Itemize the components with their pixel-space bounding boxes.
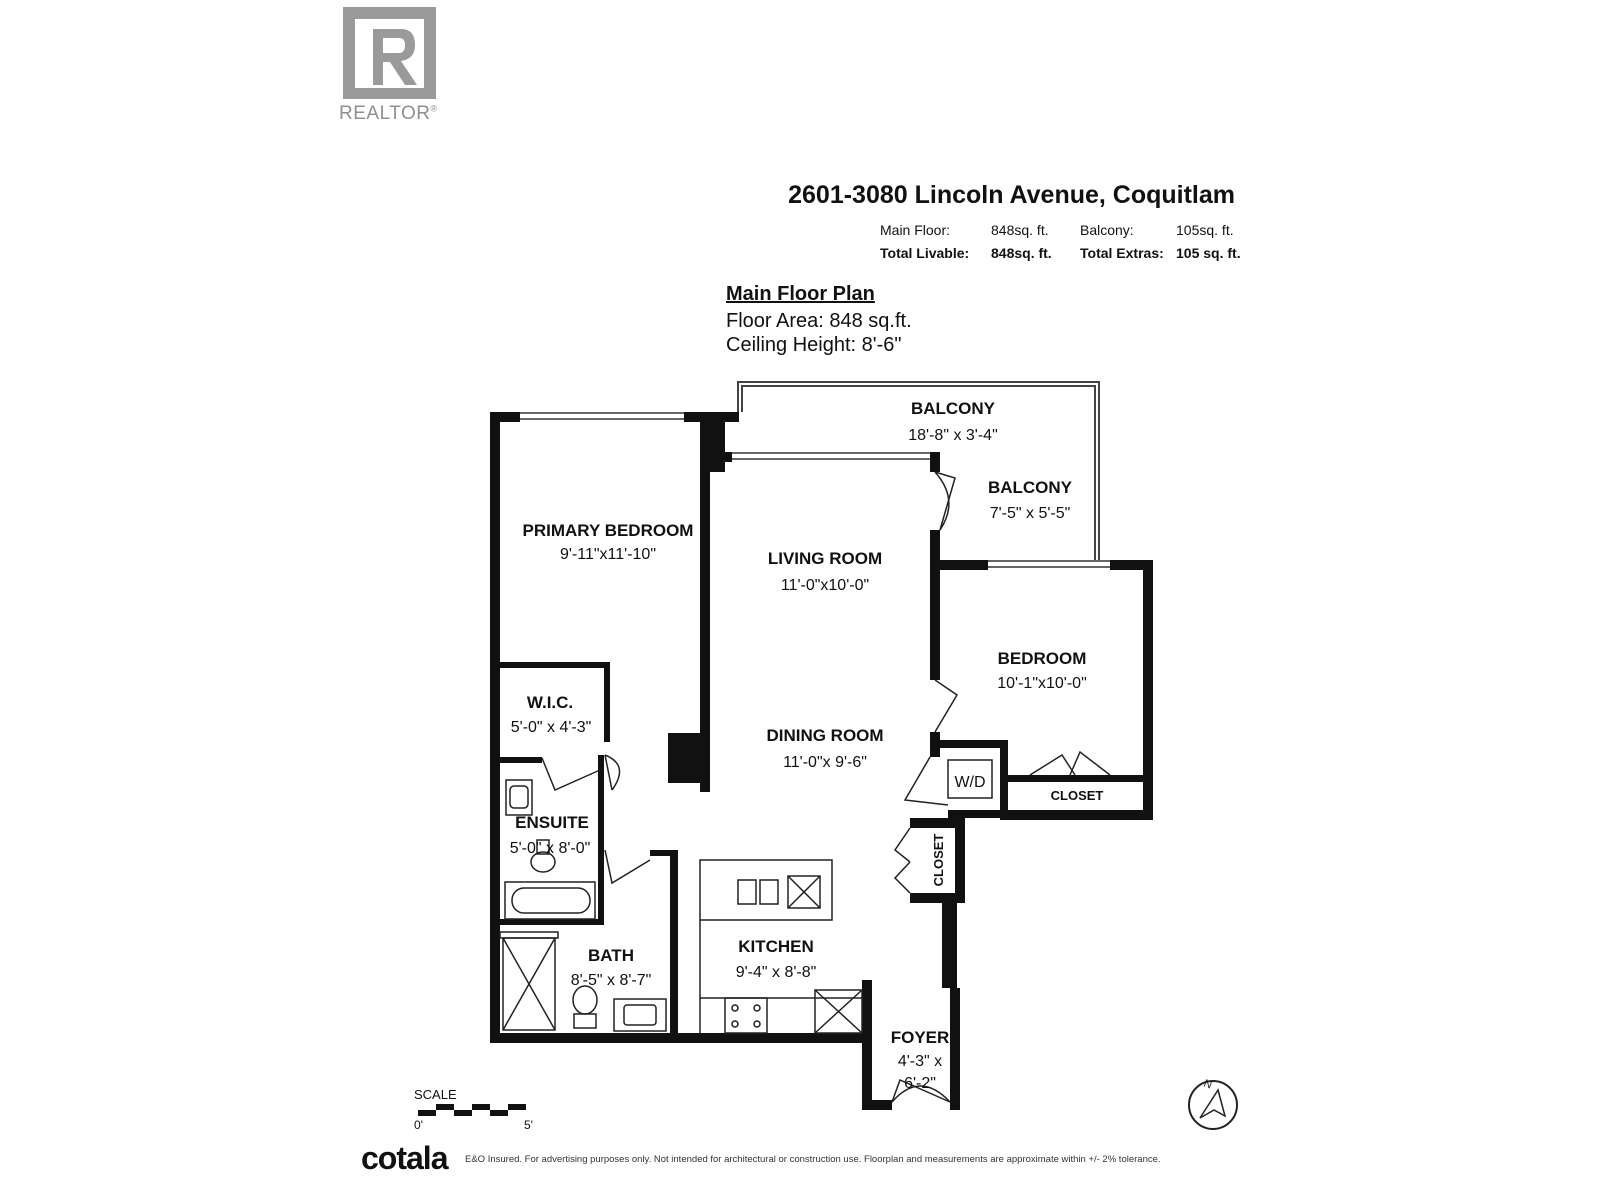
balcony-outline [737, 381, 1100, 560]
realtor-logo [343, 7, 436, 99]
balcony-2-name: BALCONY [988, 478, 1073, 497]
north-arrow-icon [1188, 1080, 1238, 1130]
primary-bedroom-dim: 9'-11"x11'-10" [560, 546, 656, 563]
ensuite-name: ENSUITE [515, 813, 589, 832]
walls [490, 412, 1153, 1110]
windows [520, 412, 1110, 568]
bath-dim: 8'-5" x 8'-7" [571, 972, 652, 989]
main-floor-value: 848sq. ft. [991, 222, 1049, 238]
brand-logo: cotala [361, 1140, 448, 1176]
kitchen-name: KITCHEN [738, 937, 814, 956]
dining-room-name: DINING ROOM [766, 726, 883, 745]
fixtures [499, 759, 993, 1034]
wic-dim: 5'-0" x 4'-3" [511, 719, 592, 736]
scale-start: 0' [414, 1118, 423, 1132]
closet-bedroom-label: CLOSET [1051, 788, 1104, 803]
balcony-value: 105sq. ft. [1176, 222, 1234, 238]
realtor-r-icon [373, 29, 417, 85]
compass-letter: N [1202, 1078, 1214, 1092]
balcony-label: Balcony: [1080, 222, 1134, 238]
balcony-2-dim: 7'-5" x 5'-5" [990, 505, 1071, 522]
scale-end: 5' [524, 1118, 533, 1132]
foyer-dim-1: 4'-3" x [898, 1053, 942, 1070]
disclaimer: E&O Insured. For advertising purposes on… [465, 1154, 1161, 1165]
dining-room-dim: 11'-0"x 9'-6" [783, 754, 867, 771]
wic-name: W.I.C. [527, 693, 573, 712]
total-livable-label: Total Livable: [880, 245, 970, 261]
bedroom-dim: 10'-1"x10'-0" [997, 675, 1087, 692]
room-labels: BALCONY 18'-8" x 3'-4" BALCONY 7'-5" x 5… [510, 399, 1104, 1092]
closet-hall-label: CLOSET [931, 834, 946, 887]
balcony-1-dim: 18'-8" x 3'-4" [908, 427, 998, 444]
scale-bar [418, 1104, 526, 1116]
realtor-wordmark: REALTOR® [339, 103, 438, 124]
balcony-1-name: BALCONY [911, 399, 996, 418]
bath-name: BATH [588, 946, 634, 965]
total-extras-value: 105 sq. ft. [1176, 245, 1241, 261]
total-extras-label: Total Extras: [1080, 245, 1164, 261]
living-room-name: LIVING ROOM [768, 549, 882, 568]
foyer-dim-2: 6'-2" [904, 1075, 936, 1092]
ensuite-dim: 5'-0" x 8'-0" [510, 840, 591, 857]
property-address: 2601-3080 Lincoln Avenue, Coquitlam [788, 181, 1235, 209]
total-livable-value: 848sq. ft. [991, 245, 1052, 261]
wd-label: W/D [954, 774, 985, 791]
doors [541, 471, 1111, 1103]
main-floor-label: Main Floor: [880, 222, 951, 238]
foyer-name: FOYER [891, 1028, 950, 1047]
bedroom-name: BEDROOM [998, 649, 1087, 668]
plan-title: Main Floor Plan [726, 283, 875, 305]
floor-area: Floor Area: 848 sq.ft. [726, 310, 912, 332]
kitchen-dim: 9'-4" x 8'-8" [736, 964, 817, 981]
ceiling-height: Ceiling Height: 8'-6" [726, 334, 902, 356]
primary-bedroom-name: PRIMARY BEDROOM [523, 521, 694, 540]
scale-label: SCALE [414, 1087, 457, 1102]
living-room-dim: 11'-0"x10'-0" [781, 577, 869, 594]
